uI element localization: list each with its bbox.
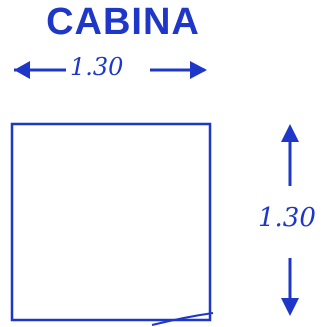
cabin-outline (10, 122, 212, 322)
door-stroke (151, 312, 214, 326)
arrow-left-icon (14, 61, 66, 79)
arrow-down-icon (281, 258, 299, 316)
width-dimension-label: 1.30 (70, 53, 124, 81)
height-dimension-label: 1.30 (258, 203, 316, 233)
diagram-title: CABINA (46, 1, 200, 43)
arrow-right-icon (150, 61, 207, 79)
arrow-up-icon (281, 124, 299, 186)
